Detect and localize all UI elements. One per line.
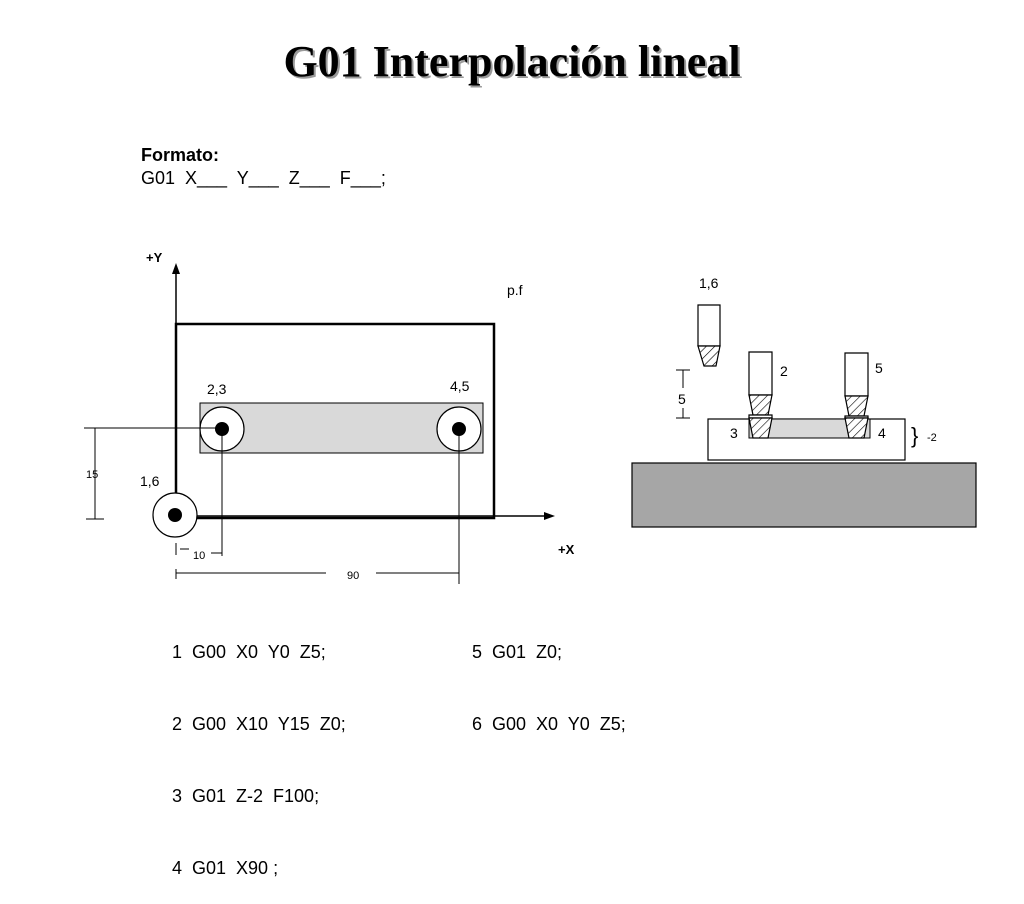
tool-2-icon [748,351,773,416]
point-2-3-label: 2,3 [207,381,227,397]
dim-5-label: 5 [678,391,686,407]
x-axis-label: +X [558,542,575,557]
program-line: 3 G01 Z-2 F100; [172,786,320,806]
program-line: 1 G00 X0 Y0 Z5; [172,642,326,662]
point-1-6-dot [168,508,182,522]
tool-5-label: 5 [875,360,883,376]
dim-90-label: 90 [347,570,359,582]
format-label: Formato: [141,145,219,165]
y-axis-arrow [172,263,180,274]
point-1-6-label: 1,6 [140,473,160,489]
format-line: G01 X___ Y___ Z___ F___; [141,168,386,188]
dim-15-label: 15 [86,469,98,481]
page-title: G01 Interpolación lineal [283,37,741,86]
depth-label: -2 [927,432,937,444]
tool-3-label: 3 [730,425,738,441]
y-axis-label: +Y [146,250,163,265]
tool-5-icon [844,352,869,417]
pf-label: p.f [507,282,523,298]
program-line: 6 G00 X0 Y0 Z5; [472,714,626,734]
plan-view: +Y +X p.f 2,3 4,5 1,6 15 10 [84,250,575,584]
tool-2-label: 2 [780,363,788,379]
program-line: 2 G00 X10 Y15 Z0; [172,714,346,734]
workpiece-outline [174,322,496,520]
slot [199,402,484,454]
tool-1-6-label: 1,6 [699,275,719,291]
x-axis-arrow [544,512,555,520]
tool-4-icon [844,415,869,439]
program-line: 4 G01 X90 ; [172,858,279,878]
tool-3-icon [748,414,773,439]
depth-brace: } [911,423,918,448]
cnc-diagram: +Y +X p.f 2,3 4,5 1,6 15 10 [84,250,977,584]
tool-4-label: 4 [878,425,886,441]
program-line: 5 G01 Z0; [472,642,563,662]
side-view: 1,6 2 3 5 4 5 } -2 [631,275,977,528]
point-4-5-label: 4,5 [450,378,470,394]
program-right: 5 G01 Z0; 6 G00 X0 Y0 Z5; [472,592,626,760]
tool-1-6-icon [697,304,721,367]
program-left: 1 G00 X0 Y0 Z5; 2 G00 X10 Y15 Z0; 3 G01 … [172,592,346,904]
machine-table [631,462,977,528]
dim-10-label: 10 [193,550,205,562]
side-groove [748,418,871,439]
